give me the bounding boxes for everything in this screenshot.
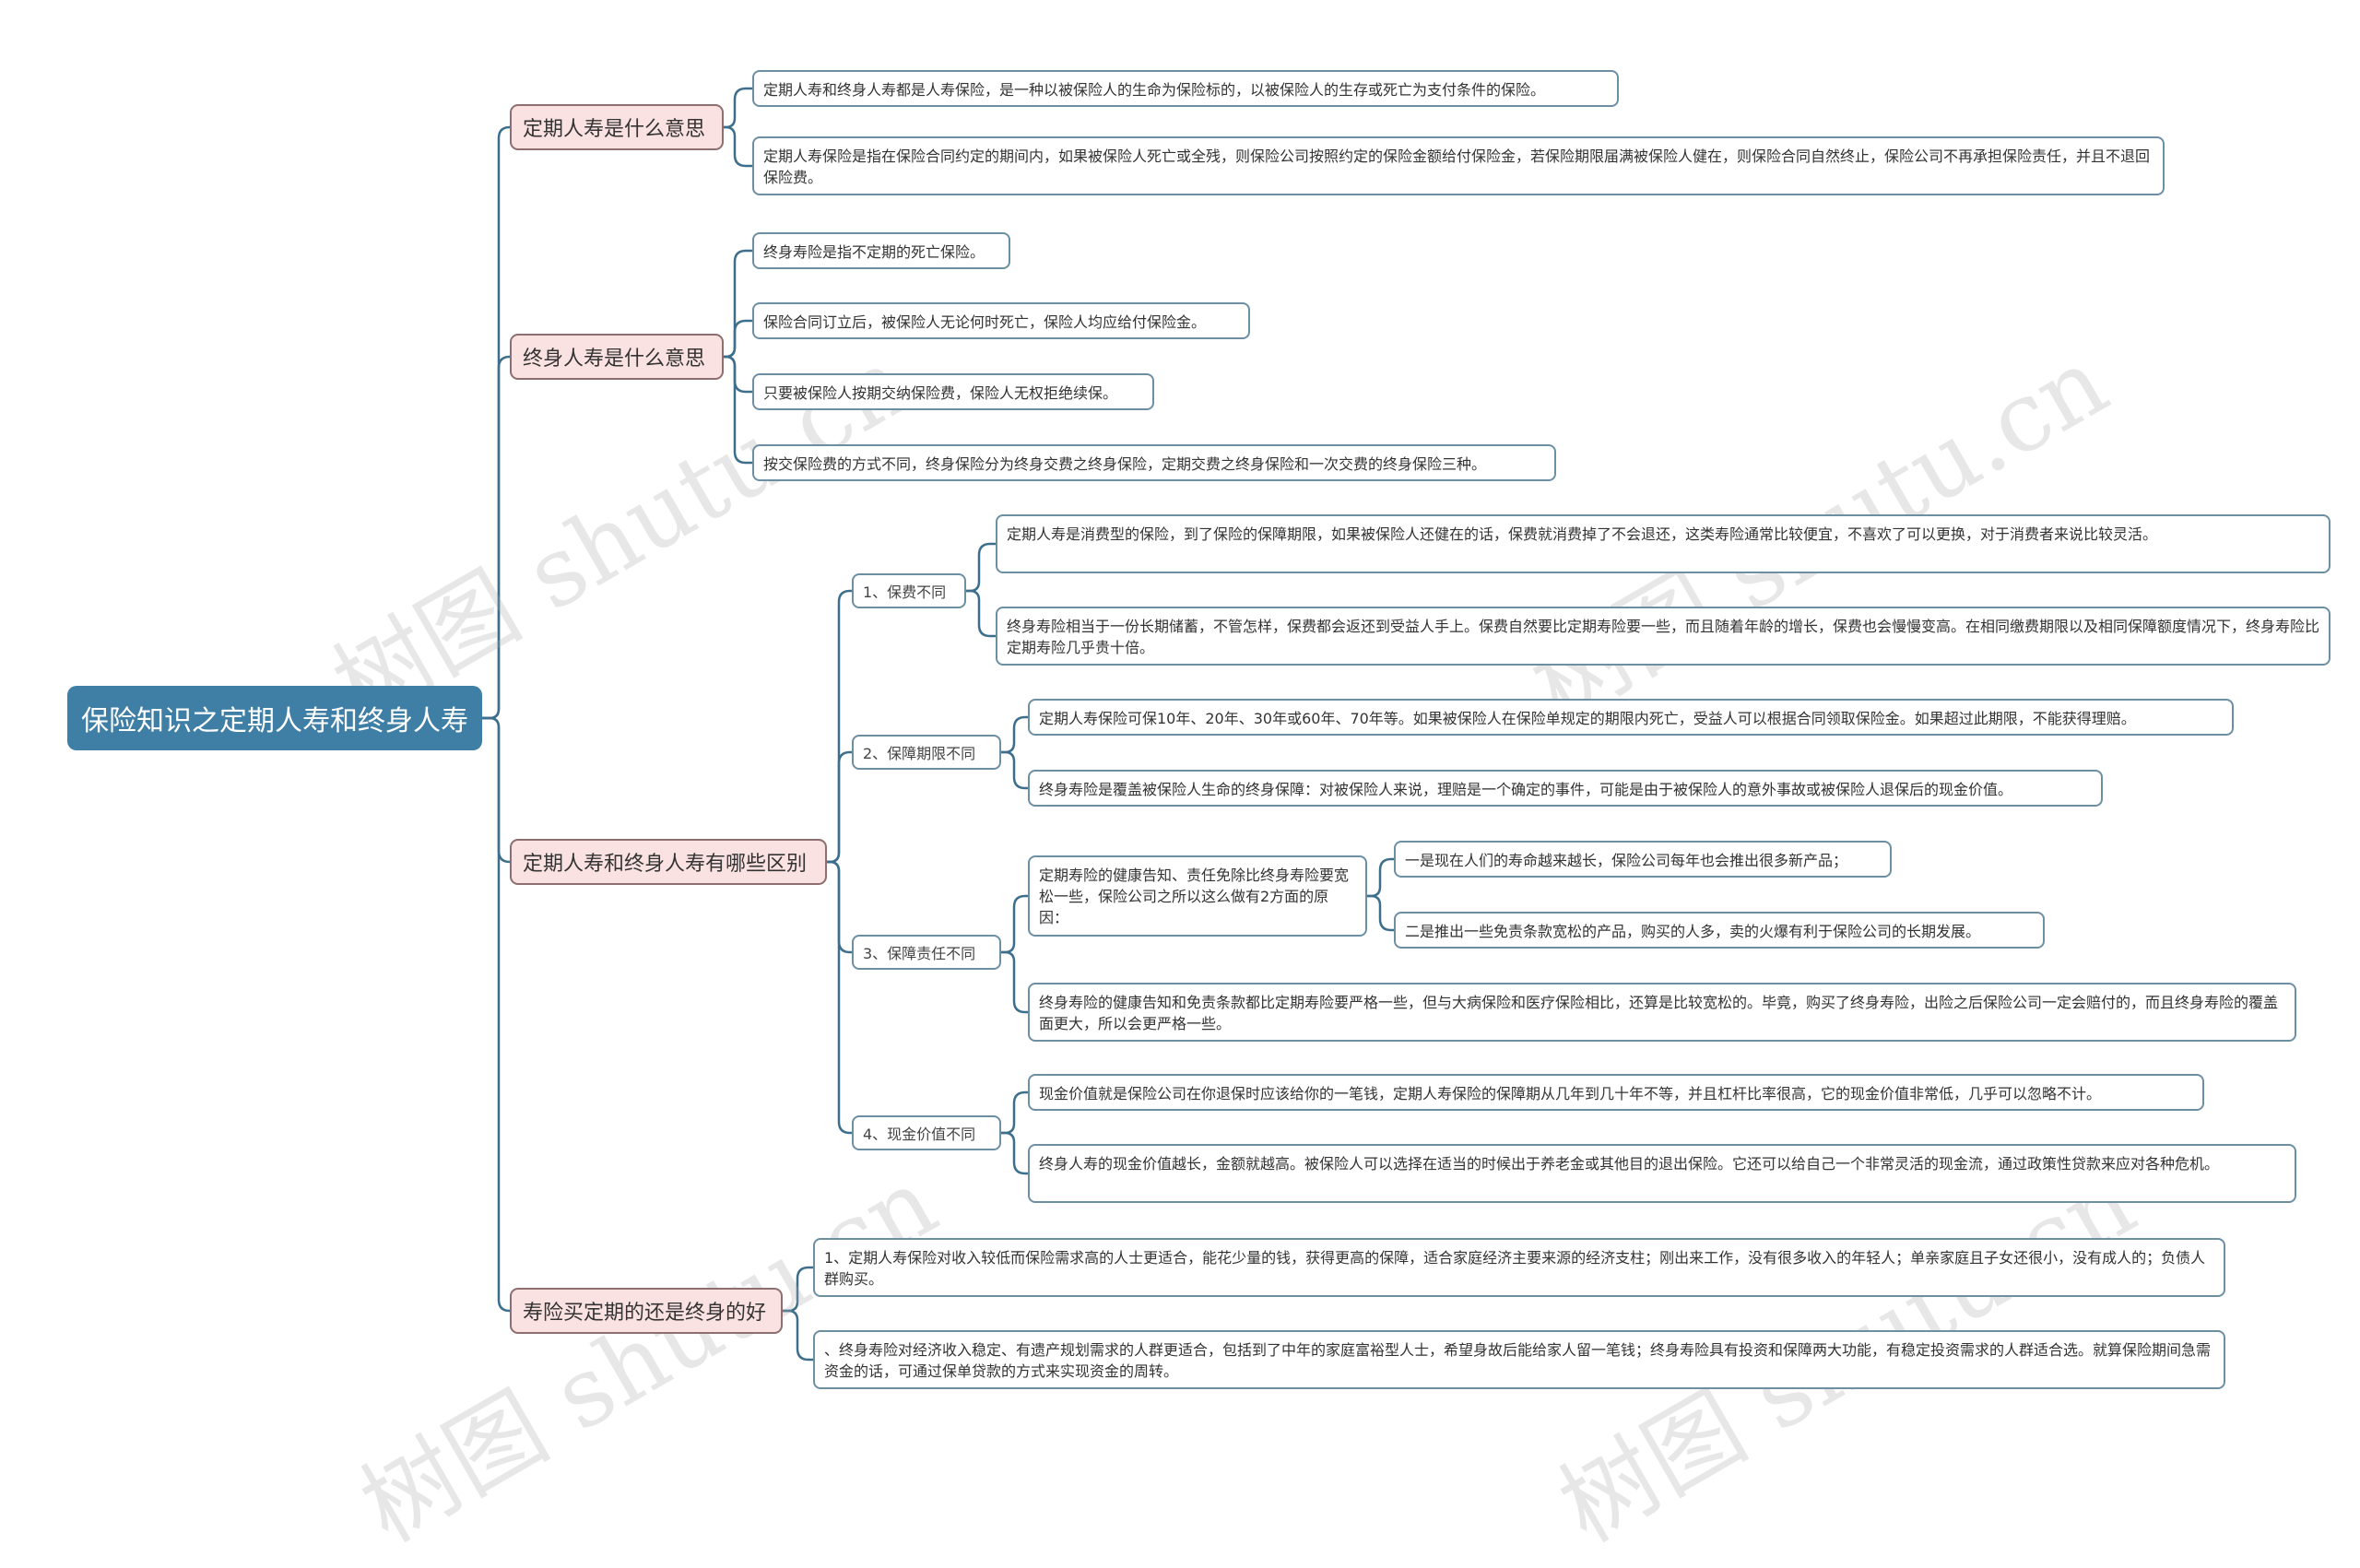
leaf-note[interactable]: 一是现在人们的寿命越来越长，保险公司每年也会推出很多新产品；: [1394, 841, 1892, 878]
leaf-note[interactable]: 现金价值就是保险公司在你退保时应该给你的一笔钱，定期人寿保险的保障期从几年到几十…: [1028, 1074, 2204, 1111]
connector-line: [482, 716, 511, 1313]
leaf-note[interactable]: 定期人寿是消费型的保险，到了保险的保障期限，如果被保险人还健在的话，保费就消费掉…: [996, 514, 2330, 573]
root-topic[interactable]: 保险知识之定期人寿和终身人寿: [67, 686, 482, 750]
sub-topic[interactable]: 4、现金价值不同: [852, 1115, 1001, 1150]
connector-line: [1001, 1091, 1028, 1135]
connector-line: [724, 125, 752, 168]
mind-map-canvas: 树图 shutu.cn 树图 shutu.cn 树图 shutu.cn 树图 s…: [67, 70, 2330, 1563]
connector-line: [1001, 894, 1028, 954]
connector-line: [724, 355, 752, 465]
connector-line: [1367, 857, 1394, 898]
branch-topic[interactable]: 定期人寿和终身人寿有哪些区别: [510, 839, 827, 885]
connector-line: [1001, 1131, 1028, 1175]
leaf-note[interactable]: 终身寿险是覆盖被保险人生命的终身保障：对被保险人来说，理赔是一个确定的事件，可能…: [1028, 770, 2103, 807]
leaf-note[interactable]: 终身寿险是指不定期的死亡保险。: [752, 232, 1010, 269]
sub-topic[interactable]: 3、保障责任不同: [852, 935, 1001, 970]
connector-line: [966, 589, 996, 638]
branch-topic[interactable]: 定期人寿是什么意思: [510, 104, 724, 150]
connector-line: [724, 319, 752, 359]
nested-note[interactable]: 定期寿险的健康告知、责任免除比终身寿险要宽松一些，保险公司之所以这么做有2方面的…: [1028, 855, 1367, 937]
connector-line: [783, 1309, 813, 1362]
connector-line: [1001, 750, 1028, 790]
leaf-note[interactable]: 定期人寿和终身人寿都是人寿保险，是一种以被保险人的生命为保险标的，以被保险人的生…: [752, 70, 1619, 107]
branch-topic[interactable]: 寿险买定期的还是终身的好: [510, 1288, 783, 1334]
connector-line: [1367, 894, 1394, 932]
leaf-note[interactable]: 二是推出一些免责条款宽松的产品，购买的人多，卖的火爆有利于保险公司的长期发展。: [1394, 912, 2045, 949]
leaf-note[interactable]: 终身人寿的现金价值越长，金额就越高。被保险人可以选择在适当的时候出于养老金或其他…: [1028, 1144, 2296, 1203]
sub-topic[interactable]: 2、保障期限不同: [852, 735, 1001, 770]
connector-line: [827, 750, 852, 864]
connector-line: [724, 87, 752, 129]
leaf-note[interactable]: 按交保险费的方式不同，终身保险分为终身交费之终身保险，定期交费之终身保险和一次交…: [752, 444, 1556, 481]
leaf-note[interactable]: 1、定期人寿保险对收入较低而保险需求高的人士更适合，能花少量的钱，获得更高的保障…: [813, 1238, 2225, 1297]
leaf-note[interactable]: 定期人寿保险是指在保险合同约定的期间内，如果被保险人死亡或全残，则保险公司按照约…: [752, 136, 2165, 195]
leaf-note[interactable]: 终身寿险的健康告知和免责条款都比定期寿险要严格一些，但与大病保险和医疗保险相比，…: [1028, 983, 2296, 1042]
branch-topic[interactable]: 终身人寿是什么意思: [510, 334, 724, 380]
leaf-note[interactable]: 保险合同订立后，被保险人无论何时死亡，保险人均应给付保险金。: [752, 302, 1250, 339]
leaf-note[interactable]: 只要被保险人按期交纳保险费，保险人无权拒绝续保。: [752, 373, 1154, 410]
connector-line: [1001, 715, 1028, 754]
connector-line: [1001, 950, 1028, 1014]
leaf-note[interactable]: 、终身寿险对经济收入稳定、有遗产规划需求的人群更适合，包括到了中年的家庭富裕型人…: [813, 1330, 2225, 1389]
connector-lines: [482, 87, 1394, 1362]
connector-line: [482, 716, 511, 864]
sub-topic[interactable]: 1、保费不同: [852, 573, 966, 608]
connector-line: [827, 860, 852, 1135]
connector-line: [966, 542, 996, 593]
leaf-note[interactable]: 定期人寿保险可保10年、20年、30年或60年、70年等。如果被保险人在保险单规…: [1028, 699, 2234, 736]
connector-line: [724, 249, 752, 359]
leaf-note[interactable]: 终身寿险相当于一份长期储蓄，不管怎样，保费都会返还到受益人手上。保费自然要比定期…: [996, 607, 2330, 666]
